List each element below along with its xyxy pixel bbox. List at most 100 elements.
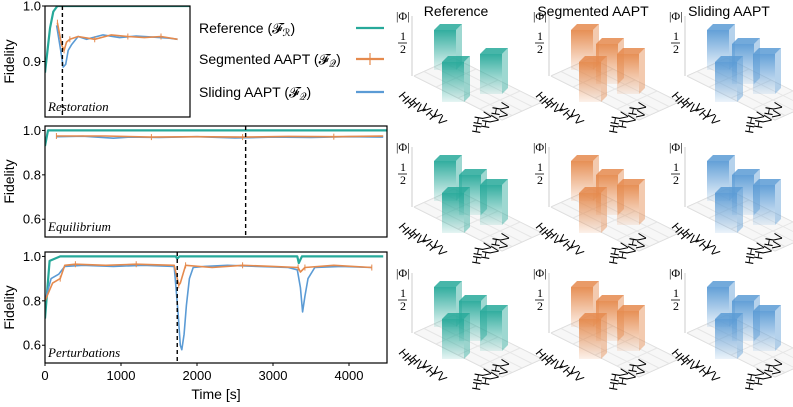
bar-front: [480, 54, 502, 94]
z-tick-label: 2: [400, 42, 406, 56]
bar-top: [571, 281, 599, 287]
z-tick-label: 1: [400, 286, 406, 300]
z-axis-label: |Φ|: [669, 9, 683, 23]
basis-label-right: VH: [487, 237, 504, 256]
z-axis-label: |Φ|: [396, 140, 410, 154]
basis-label-right: HH: [742, 246, 759, 266]
bar-side: [737, 313, 743, 359]
bar-front: [442, 193, 464, 233]
floor-plane: [687, 189, 793, 251]
basis-label-right: VH: [760, 237, 777, 256]
plot-area: [45, 255, 384, 351]
bar-vh: [715, 313, 743, 359]
panel-label: Perturbations: [47, 345, 120, 360]
z-axis-label: |Φ|: [533, 140, 547, 154]
y-tick-label: 0.8: [23, 293, 41, 308]
bar-side: [502, 305, 508, 351]
reference-line: [45, 129, 387, 147]
bar-top: [596, 295, 624, 301]
z-tick-label: 1: [537, 29, 543, 43]
plot-area: [45, 129, 387, 147]
bar-front: [579, 193, 601, 233]
bar-front: [596, 44, 618, 84]
reference-line: [45, 6, 190, 73]
z-tick-label: 1: [537, 160, 543, 174]
bar-top: [715, 313, 743, 319]
bar-top: [579, 187, 607, 193]
bar-top: [617, 305, 645, 311]
basis-label-right: HV: [478, 111, 495, 130]
floor-line: [774, 111, 793, 121]
bar-side: [639, 48, 645, 94]
bar-side: [464, 56, 470, 102]
basis-label-right: HH: [469, 115, 486, 135]
column-title-segmented: Segmented AAPT: [537, 3, 649, 19]
floor-line: [774, 368, 793, 378]
floor-plane: [687, 315, 793, 377]
bar-front: [579, 62, 601, 102]
bar-top: [434, 281, 462, 287]
y-axis-label: Fidelity: [1, 159, 17, 203]
bar-top: [434, 24, 462, 30]
floor-plane: [687, 58, 793, 120]
bar-side: [464, 187, 470, 233]
z-tick-label: 1: [537, 286, 543, 300]
bar-top: [579, 313, 607, 319]
basis-label-right: HH: [606, 372, 623, 392]
bar-front: [442, 62, 464, 102]
z-axis-label: |Φ|: [396, 266, 410, 280]
bar-front: [732, 301, 754, 341]
bar-vh: [715, 187, 743, 233]
z-tick-label: 2: [400, 299, 406, 313]
panel-label: Equilibrium: [47, 219, 111, 234]
z-tick-label: 1: [400, 160, 406, 174]
z-axis-label: |Φ|: [396, 9, 410, 23]
basis-label-right: VH: [760, 106, 777, 125]
basis-label-right: HH: [606, 246, 623, 266]
z-tick-label: 1: [673, 160, 679, 174]
basis-label-right: HH: [606, 115, 623, 135]
bar-vv: [753, 179, 781, 225]
bar-side: [601, 56, 607, 102]
bar-top: [571, 155, 599, 161]
y-tick-label: 1.0: [23, 0, 41, 14]
basis-label-right: VH: [487, 106, 504, 125]
bar-top: [442, 56, 470, 62]
bar-front: [732, 175, 754, 215]
bar-side: [737, 187, 743, 233]
bar-vv: [480, 48, 508, 94]
basis-label-right: HH: [469, 372, 486, 392]
z-tick-label: 2: [537, 173, 543, 187]
legend-segmented-label: Segmented AAPT (𝓕𝒬): [199, 51, 341, 70]
z-tick-label: 2: [537, 42, 543, 56]
y-tick-label: 1.0: [23, 249, 41, 264]
bar-front: [442, 319, 464, 359]
bar-front: [732, 44, 754, 84]
z-axis-label: |Φ|: [669, 140, 683, 154]
bar-top: [596, 38, 624, 44]
y-tick-label: 0.8: [23, 167, 41, 182]
bar-side: [639, 305, 645, 351]
bar-vh: [442, 56, 470, 102]
bar-top: [579, 56, 607, 62]
bar-vh: [442, 187, 470, 233]
bar-front: [596, 175, 618, 215]
bar-top: [715, 187, 743, 193]
basis-label-right: VV: [496, 358, 513, 376]
y-axis-label: Fidelity: [1, 285, 17, 329]
z-tick-label: 2: [673, 173, 679, 187]
y-axis-label: Fidelity: [1, 39, 17, 83]
basis-label-right: VV: [496, 101, 513, 119]
basis-label-right: VH: [624, 106, 641, 125]
column-title-reference: Reference: [424, 3, 489, 19]
